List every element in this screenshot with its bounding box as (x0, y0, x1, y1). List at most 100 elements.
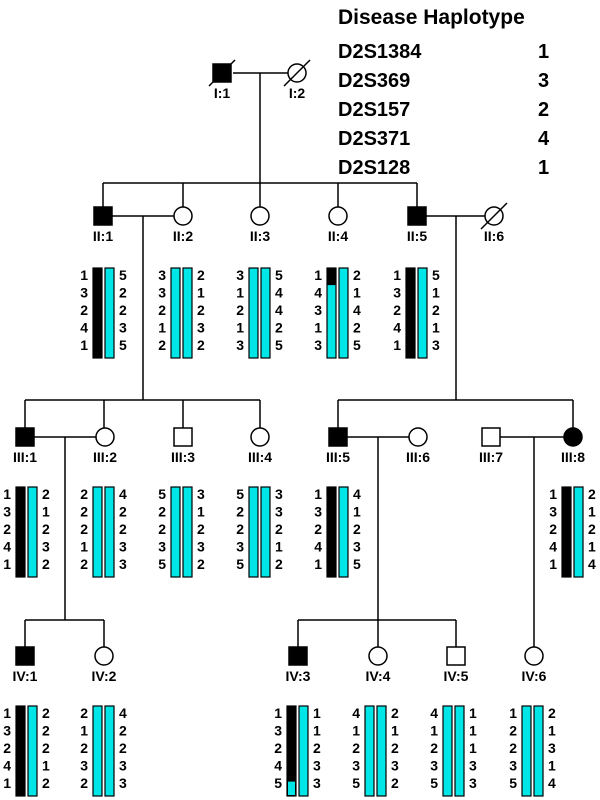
right-chromosome-bar (338, 486, 349, 578)
deceased-slash (208, 59, 236, 87)
allele-right: 3 (432, 337, 440, 353)
allele-left: 2 (80, 705, 88, 721)
allele-right: 1 (275, 539, 283, 555)
individual-label: III:7 (479, 449, 503, 465)
individual-ii-5: II:5 (407, 206, 427, 244)
legend-marker-allele: 4 (538, 128, 550, 150)
individual-iv-1: IV:1 (13, 646, 38, 684)
right-chromosome-bar (182, 267, 193, 359)
right-chromosome-bar (182, 486, 193, 578)
allele-right: 2 (42, 556, 50, 572)
allele-left: 3 (158, 285, 166, 301)
allele-right: 3 (42, 539, 50, 555)
allele-left: 3 (158, 267, 166, 283)
right-chromosome-bar (27, 705, 38, 797)
allele-right: 2 (275, 521, 283, 537)
allele-right: 2 (42, 775, 50, 791)
individual-iii-7: III:7 (479, 427, 503, 465)
allele-left: 3 (236, 337, 244, 353)
individual-iv-5: IV:5 (444, 646, 469, 684)
allele-right: 1 (42, 504, 50, 520)
individual-label: IV:5 (444, 668, 469, 684)
allele-right: 5 (119, 267, 127, 283)
allele-right: 5 (353, 337, 361, 353)
allele-left: 1 (314, 556, 322, 572)
deceased-slash (480, 202, 508, 230)
allele-right: 4 (119, 486, 127, 502)
legend-marker-allele: 2 (538, 99, 549, 121)
individual-iv-4: IV:4 (366, 646, 391, 684)
left-chromosome-bar (92, 267, 103, 359)
allele-left: 4 (314, 539, 322, 555)
allele-right: 2 (588, 486, 596, 502)
allele-right: 3 (197, 320, 205, 336)
allele-right: 3 (119, 758, 127, 774)
allele-right: 2 (197, 521, 205, 537)
allele-left: 1 (80, 337, 88, 353)
allele-right: 5 (119, 337, 127, 353)
male-symbol (328, 427, 348, 447)
legend: Disease Haplotype D2S1384 1 D2S369 3 D2S… (338, 6, 550, 179)
allele-right: 2 (548, 705, 556, 721)
allele-left: 3 (314, 337, 322, 353)
allele-left: 1 (274, 705, 282, 721)
left-chromosome-bar (561, 486, 572, 578)
allele-right: 4 (119, 705, 127, 721)
male-symbol (93, 206, 113, 226)
individual-label: III:4 (248, 449, 272, 465)
left-chromosome-bar (15, 486, 26, 578)
legend-marker-name: D2S371 (338, 128, 410, 150)
right-chromosome-bar (376, 705, 387, 797)
legend-marker-name: D2S157 (338, 99, 410, 121)
allele-left: 2 (158, 504, 166, 520)
left-chromosome-bar (170, 486, 181, 578)
individual-ii-1: II:1 (93, 206, 113, 244)
pedigree-lines (24, 72, 574, 647)
allele-left: 4 (352, 705, 360, 721)
individual-label: IV:6 (522, 668, 547, 684)
allele-left: 5 (430, 775, 438, 791)
legend-marker-name: D2S1384 (338, 41, 422, 63)
female-symbol (524, 646, 544, 666)
allele-left: 1 (3, 705, 11, 721)
allele-left: 5 (509, 775, 517, 791)
allele-left: 1 (430, 723, 438, 739)
allele-right: 2 (275, 556, 283, 572)
allele-left: 2 (314, 521, 322, 537)
allele-right: 2 (391, 775, 399, 791)
allele-right: 5 (275, 267, 283, 283)
legend-marker-allele: 1 (538, 41, 549, 63)
individual-ii-2: II:2 (173, 206, 193, 244)
allele-left: 2 (80, 302, 88, 318)
allele-right: 2 (432, 302, 440, 318)
allele-right: 2 (588, 521, 596, 537)
allele-right: 2 (119, 740, 127, 756)
male-symbol (288, 646, 308, 666)
allele-left: 2 (3, 740, 11, 756)
individual-label: III:2 (93, 449, 117, 465)
allele-left: 2 (80, 521, 88, 537)
allele-left: 1 (314, 320, 322, 336)
allele-left: 4 (3, 539, 11, 555)
allele-left: 2 (3, 521, 11, 537)
male-symbol (15, 427, 35, 447)
allele-left: 3 (236, 267, 244, 283)
allele-right: 2 (119, 504, 127, 520)
allele-right: 2 (275, 320, 283, 336)
female-symbol (250, 206, 270, 226)
allele-left: 2 (549, 521, 557, 537)
right-chromosome-bar (104, 486, 115, 578)
right-chromosome-bar (454, 705, 465, 797)
right-chromosome-bar (260, 267, 271, 359)
allele-left: 4 (393, 320, 401, 336)
allele-left: 1 (3, 486, 11, 502)
